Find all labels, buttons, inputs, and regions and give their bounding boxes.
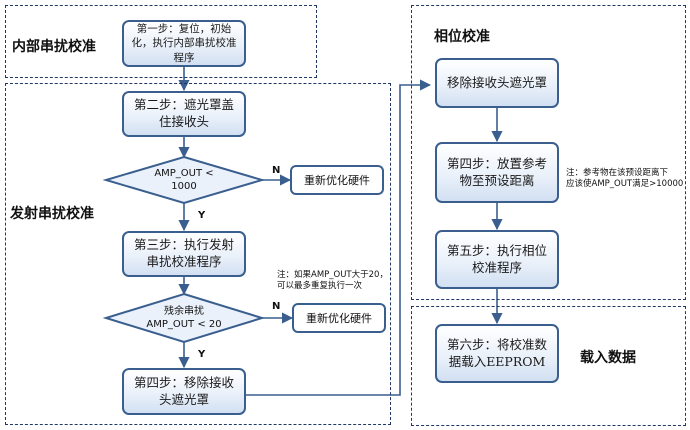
decision-diamond-2 — [102, 292, 266, 344]
action2-text: 重新优化硬件 — [306, 312, 372, 325]
section-load-data — [411, 306, 686, 426]
decision1-no-label: N — [272, 165, 281, 176]
step1-text: 第一步：复位，初始化，执行内部串扰校准程序 — [131, 23, 237, 64]
step4-right-text: 第四步：放置参考物至预设距离 — [446, 155, 547, 188]
step3-box: 第三步：执行发射串扰校准程序 — [122, 231, 246, 277]
decision1-text: AMP_OUT < 1000 — [134, 165, 234, 195]
arrow-left-to-phase — [246, 79, 432, 396]
section-phase-calibration — [411, 5, 686, 300]
decision2-yes-label: Y — [198, 349, 206, 360]
phase-remove-box: 移除接收头遮光罩 — [435, 58, 559, 108]
decision2-line2: AMP_OUT < 20 — [146, 319, 222, 330]
decision2-no-label: N — [272, 301, 281, 312]
step2-box: 第二步：遮光罩盖住接收头 — [122, 91, 246, 137]
note-left: 注：如果AMP_OUT大于20， 可以最多重复执行一次 — [277, 270, 388, 292]
step2-text: 第二步：遮光罩盖住接收头 — [133, 97, 234, 129]
section-title-internal: 内部串扰校准 — [12, 39, 96, 55]
step4-left-box: 第四步：移除接收头遮光罩 — [122, 368, 246, 415]
decision1-line1: AMP_OUT < — [154, 168, 214, 179]
phase-remove-text: 移除接收头遮光罩 — [446, 74, 547, 90]
action1-text: 重新优化硬件 — [304, 174, 370, 187]
step5-box: 第五步：执行相位校准程序 — [435, 230, 559, 289]
step3-text: 第三步：执行发射串扰校准程序 — [133, 237, 234, 269]
decision1-yes-label: Y — [198, 210, 206, 221]
step6-box: 第六步：将校准数据载入EEPROM — [435, 324, 559, 383]
decision2-text: 残余串扰 AMP_OUT < 20 — [134, 303, 234, 333]
note-right: 注：参考物在该预设距离下 应该使AMP_OUT满足>10000 — [566, 168, 684, 190]
step6-text: 第六步：将校准数据载入EEPROM — [446, 336, 547, 369]
section-internal-crosstalk — [5, 5, 317, 78]
decision1-line2: 1000 — [171, 181, 197, 192]
section-title-load: 载入数据 — [580, 350, 636, 366]
decision-diamond-1 — [102, 155, 266, 205]
section-title-transmit: 发射串扰校准 — [10, 206, 94, 222]
action1-box: 重新优化硬件 — [290, 165, 384, 195]
section-transmit-crosstalk — [5, 83, 391, 425]
step4-right-box: 第四步：放置参考物至预设距离 — [435, 142, 559, 203]
step1-box: 第一步：复位，初始化，执行内部串扰校准程序 — [122, 20, 246, 67]
step4-left-text: 第四步：移除接收头遮光罩 — [133, 374, 234, 407]
section-title-phase: 相位校准 — [434, 29, 490, 45]
decision2-line1: 残余串扰 — [164, 306, 204, 317]
step5-text: 第五步：执行相位校准程序 — [446, 242, 547, 275]
action2-box: 重新优化硬件 — [292, 303, 386, 333]
